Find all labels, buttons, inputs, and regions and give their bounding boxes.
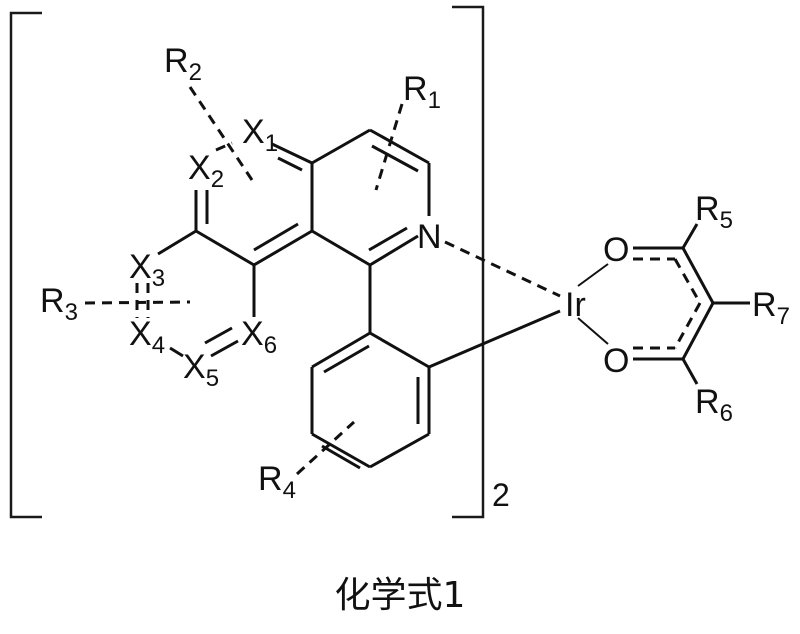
substituent-r6: R6 (695, 383, 733, 427)
atom-x2: X2 (188, 149, 224, 193)
figure-caption: 化学式1 (334, 575, 466, 616)
atom-x4: X4 (129, 315, 165, 359)
ring-phenyl (295, 265, 431, 476)
left-bracket (9, 11, 42, 519)
atom-x3: X3 (129, 248, 165, 292)
substituent-r4: R4 (258, 460, 296, 504)
ring-x1-x2 (188, 86, 314, 267)
substituent-r3: R3 (40, 282, 78, 326)
bracket-multiplier: 2 (492, 477, 510, 513)
atom-ir: Ir (565, 286, 586, 324)
atom-o-top: O (603, 231, 629, 269)
ring-pyridine (311, 103, 431, 267)
atom-x5: X5 (183, 348, 219, 392)
acac-ligand (577, 223, 750, 385)
substituent-r1: R1 (403, 70, 441, 114)
right-bracket (452, 5, 485, 519)
atom-n: N (417, 218, 442, 256)
ir-coordination (428, 240, 561, 369)
substituent-r2: R2 (164, 42, 202, 86)
substituent-r7: R7 (752, 286, 790, 330)
atom-x1: X1 (242, 113, 278, 157)
atom-o-bottom: O (603, 342, 629, 380)
substituent-r5: R5 (695, 190, 733, 234)
ring-x3-x6 (84, 229, 256, 358)
atom-x6: X6 (241, 315, 277, 359)
